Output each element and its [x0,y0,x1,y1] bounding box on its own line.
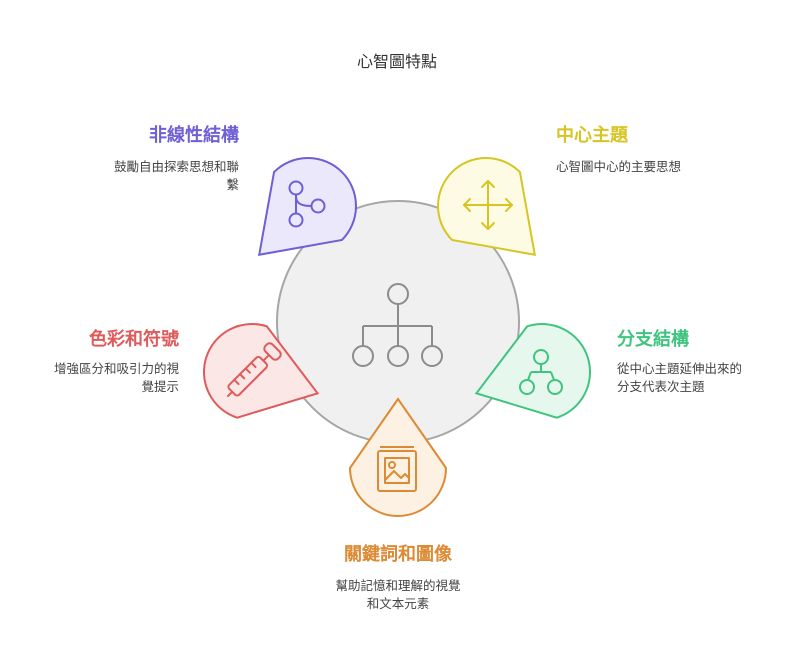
label-central: 中心主題 [556,125,628,146]
picture-book-icon [377,446,417,492]
center-hierarchy-icon [352,283,443,367]
label-keywords: 關鍵詞和圖像 [344,544,452,565]
node-central-drop [437,157,537,257]
branch-icon [288,180,326,228]
label-nonlinear: 非線性結構 [149,125,239,146]
desc-central: 心智圖中心的主要思想 [556,159,682,174]
desc-nonlinear: 鼓勵自由探索思想和聯 繫 [113,159,239,192]
node-colors[interactable] [192,312,333,439]
node-branch-drop [474,323,591,419]
desc-keywords: 幫助記憶和理解的視覺 和文本元素 [335,578,461,611]
node-central[interactable] [418,138,569,289]
diagram-title: 心智圖特點 [356,52,437,71]
dropper-icon [226,342,282,398]
node-colors-drop [203,323,320,419]
desc-branch: 從中心主題延伸出來的 分支代表次主題 [617,361,743,394]
desc-colors: 增強區分和吸引力的視 覺提示 [53,361,179,394]
move-arrows-icon [463,180,513,230]
hierarchy-icon [519,349,563,395]
label-colors: 色彩和符號 [89,329,179,350]
label-branch: 分支結構 [617,329,689,350]
node-branch[interactable] [462,312,603,439]
